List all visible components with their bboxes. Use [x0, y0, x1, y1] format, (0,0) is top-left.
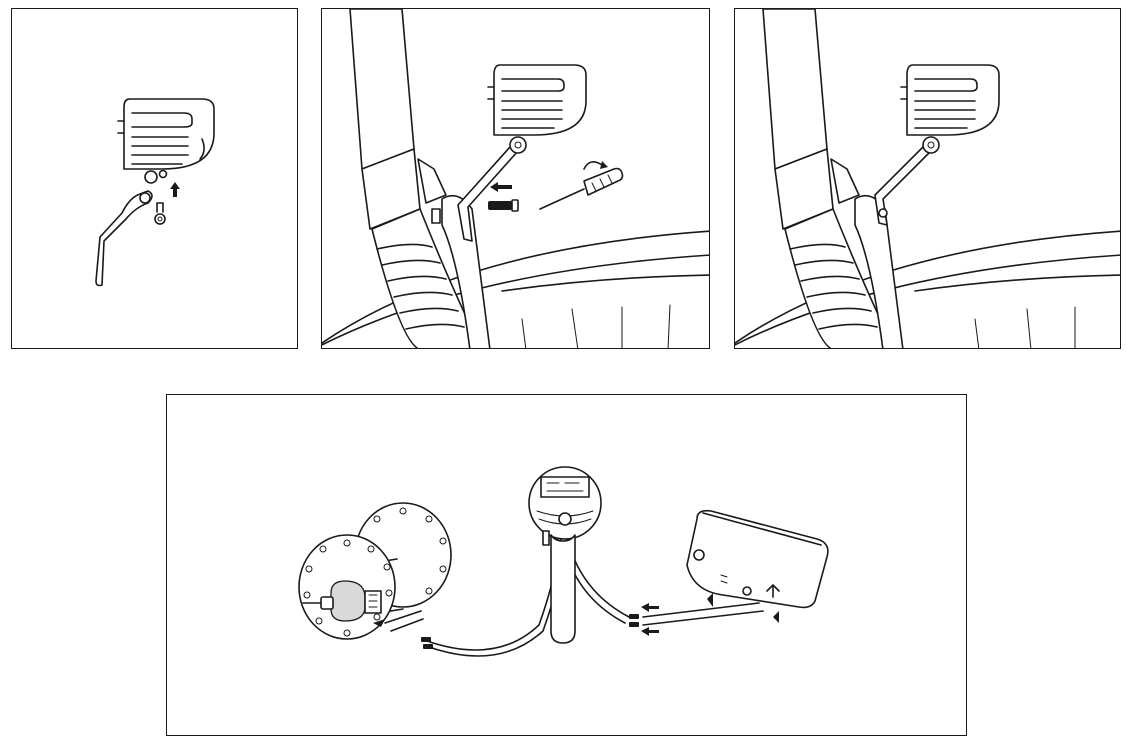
headlight-icon — [487, 64, 587, 154]
screw-icon — [154, 202, 166, 225]
wheel-icon — [735, 230, 1120, 348]
bolt-icon — [488, 199, 519, 212]
step-3-panel — [734, 8, 1121, 349]
wheel-icon — [322, 230, 709, 348]
headlight-icon — [900, 64, 1000, 154]
step-2-panel — [321, 8, 710, 349]
bracket-icon — [457, 146, 519, 242]
arrow-up-icon — [170, 182, 180, 197]
step-1-illustration — [95, 98, 215, 287]
dynamo-hub-icon — [298, 502, 452, 640]
headlight-icon — [117, 98, 215, 170]
arrow-left-icon — [490, 182, 512, 192]
step-4-illustration — [298, 466, 829, 657]
arrow-icon — [373, 610, 424, 632]
step-3-illustration — [735, 9, 1120, 348]
fork-icon — [349, 9, 491, 348]
screwdriver-icon — [539, 161, 624, 210]
tail-light-icon — [686, 509, 829, 609]
mount-hole-icon — [144, 170, 158, 184]
step-2-illustration — [322, 9, 709, 348]
step-4-panel — [166, 394, 967, 736]
fork-icon — [762, 9, 904, 348]
headlight-rear-icon — [528, 466, 602, 644]
bracket-icon — [95, 190, 153, 287]
step-1-panel — [11, 8, 298, 349]
bracket-icon — [874, 146, 932, 226]
nut-icon — [158, 169, 168, 179]
arrow-icon — [641, 593, 779, 636]
